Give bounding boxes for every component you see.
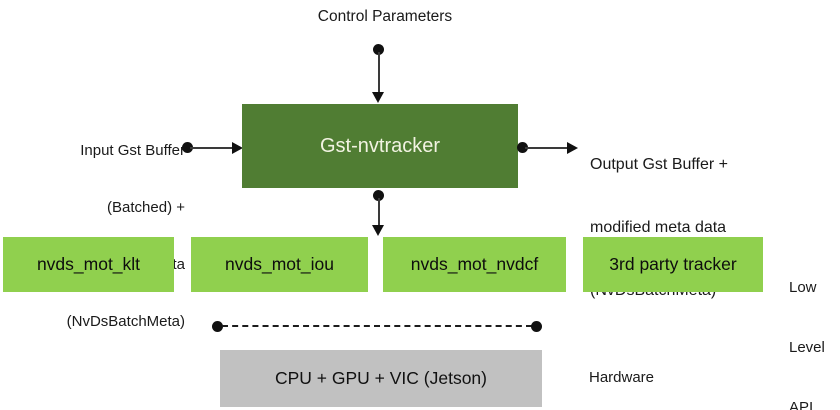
input-arrow-line <box>190 147 232 149</box>
input-buffer-label-line2: (Batched) + <box>107 199 185 216</box>
input-buffer-label: Input Gst Buffer (Batched) + meta data (… <box>25 103 185 369</box>
gst-nvtracker-box: Gst-nvtracker <box>242 104 518 188</box>
input-buffer-label-line1: Input Gst Buffer <box>80 142 185 159</box>
control-parameters-label: Control Parameters <box>317 8 453 25</box>
tracker-bottom-arrowhead-icon <box>372 225 384 236</box>
low-level-api-label-line2: Level <box>789 339 825 356</box>
low-level-box-3rd-party-tracker: 3rd party tracker <box>583 237 763 292</box>
output-connector-dot <box>517 142 528 153</box>
input-arrowhead-icon <box>232 142 243 154</box>
hardware-span-left-dot <box>212 321 223 332</box>
low-level-box-label: nvds_mot_nvdcf <box>410 254 539 274</box>
output-buffer-label: Output Gst Buffer + modified meta data (… <box>590 112 728 343</box>
low-level-api-label: Low Level API <box>789 238 825 410</box>
hardware-span-right-dot <box>531 321 542 332</box>
low-level-box-nvds-mot-iou: nvds_mot_iou <box>191 237 368 292</box>
low-level-box-label: 3rd party tracker <box>609 254 737 274</box>
low-level-box-label: nvds_mot_klt <box>36 254 141 274</box>
input-buffer-label-line4: (NvDsBatchMeta) <box>66 313 185 330</box>
gst-nvtracker-box-label: Gst-nvtracker <box>319 134 441 157</box>
output-arrowhead-icon <box>567 142 578 154</box>
output-buffer-label-line1: Output Gst Buffer + <box>590 156 728 173</box>
output-buffer-label-line2: modified meta data <box>590 219 727 236</box>
tracker-bottom-connector-dot <box>373 190 384 201</box>
hardware-box-label: CPU + GPU + VIC (Jetson) <box>274 368 487 388</box>
output-arrow-line <box>525 147 567 149</box>
low-level-box-label: nvds_mot_iou <box>225 254 334 274</box>
hardware-span-dashed-line <box>222 325 532 327</box>
low-level-api-label-line3: API <box>789 399 814 410</box>
control-parameters-arrow-line <box>378 52 380 94</box>
control-parameters-arrowhead-icon <box>372 92 384 103</box>
low-level-box-nvds-mot-klt: nvds_mot_klt <box>3 237 174 292</box>
tracker-bottom-arrow-line <box>378 198 380 226</box>
low-level-api-label-line1: Low <box>789 279 817 296</box>
hardware-label: Hardware <box>589 369 655 386</box>
control-parameters-connector-dot <box>373 44 384 55</box>
low-level-box-nvds-mot-nvdcf: nvds_mot_nvdcf <box>383 237 566 292</box>
input-connector-dot <box>182 142 193 153</box>
hardware-box: CPU + GPU + VIC (Jetson) <box>220 350 542 407</box>
